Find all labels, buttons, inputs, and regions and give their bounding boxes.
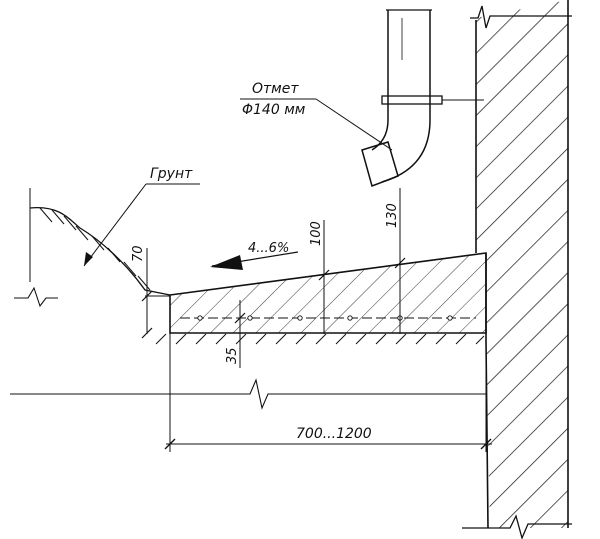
downpipe-size-label: Φ140 мм [242, 102, 306, 118]
concrete-slab [155, 252, 487, 345]
dim-130-label: 130 [385, 203, 400, 228]
downpipe-name-label: Отмет [252, 81, 299, 97]
downpipe [361, 9, 484, 187]
dimension-70: 70 [131, 245, 170, 339]
soil-label: Грунт [150, 166, 193, 182]
downpipe-label: Отмет Φ140 мм [240, 81, 393, 151]
width-dimension-label: 700...1200 [296, 426, 372, 442]
soil-slope: Грунт [14, 166, 200, 308]
dim-100-label: 100 [309, 221, 324, 246]
dimension-100: 100 [309, 220, 330, 334]
dimension-width: 700...1200 [164, 300, 492, 452]
dimension-130: 130 [385, 188, 406, 334]
slope-indicator: 4...6% [210, 241, 299, 270]
dimension-35: 35 [225, 300, 246, 368]
dim-70-label: 70 [131, 245, 146, 262]
ground-line [10, 378, 486, 410]
slope-label: 4...6% [248, 241, 289, 256]
dim-35-label: 35 [225, 347, 240, 364]
